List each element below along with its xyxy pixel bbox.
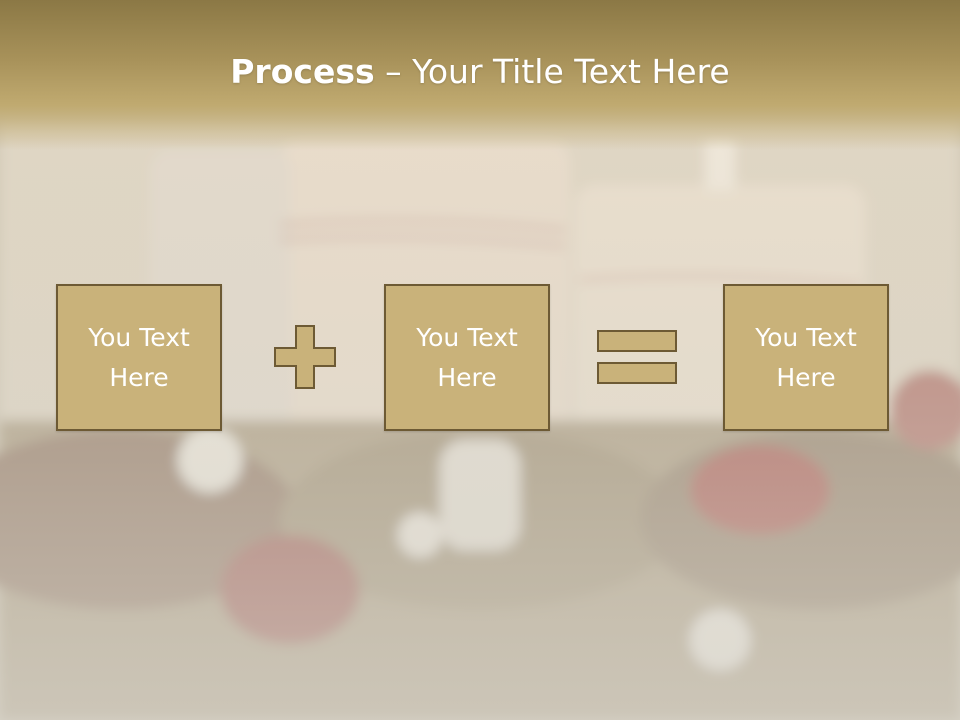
title-band — [0, 0, 960, 150]
text-box-2[interactable]: You Text Here — [384, 284, 550, 431]
equals-icon — [597, 330, 677, 384]
text-box-3-line2: Here — [776, 362, 836, 392]
title-text: – Your Title Text Here — [374, 52, 730, 91]
plus-icon — [274, 325, 336, 389]
text-box-1-line2: Here — [109, 362, 169, 392]
text-box-1-line1: You Text — [88, 322, 190, 352]
text-box-1[interactable]: You Text Here — [56, 284, 222, 431]
text-box-3[interactable]: You Text Here — [723, 284, 889, 431]
title-bold: Process — [230, 52, 375, 91]
text-box-3-line1: You Text — [755, 322, 857, 352]
text-box-2-line1: You Text — [416, 322, 518, 352]
text-box-2-line2: Here — [437, 362, 497, 392]
slide-title: Process – Your Title Text Here — [0, 52, 960, 91]
